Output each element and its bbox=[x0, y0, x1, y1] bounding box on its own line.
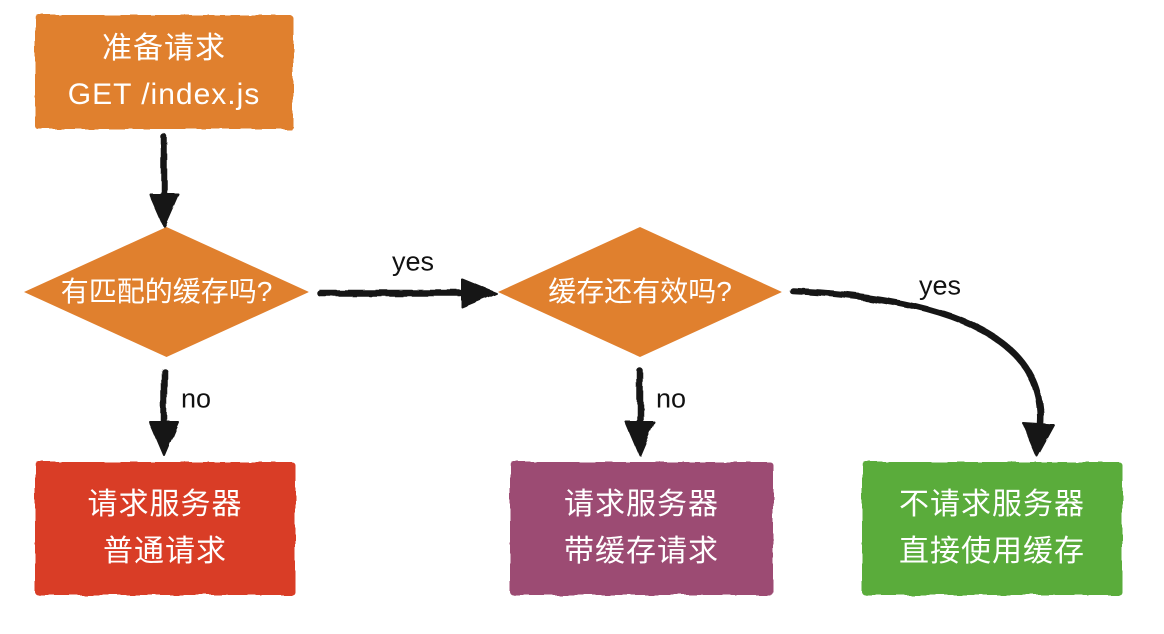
arrowhead-cache-match-to-request-normal bbox=[149, 421, 179, 456]
node-decision-cache-match: 有匹配的缓存吗? bbox=[24, 227, 309, 357]
edge-label-no-valid-to-with-cache: no bbox=[655, 383, 687, 414]
node-request-with-cache: 请求服务器 带缓存请求 bbox=[510, 462, 773, 595]
node-start-shape bbox=[35, 15, 293, 129]
node-use-cache-directly-line-2: 直接使用缓存 bbox=[899, 534, 1085, 568]
node-use-cache-directly: 不请求服务器 直接使用缓存 bbox=[862, 462, 1122, 595]
node-use-cache-directly-label: 不请求服务器 直接使用缓存 bbox=[862, 462, 1122, 595]
node-decision-cache-valid-label: 缓存还有效吗? bbox=[498, 227, 782, 357]
node-request-normal-line-2: 普通请求 bbox=[103, 534, 227, 568]
node-decision-cache-valid: 缓存还有效吗? bbox=[498, 227, 782, 357]
node-request-with-cache-shape bbox=[510, 462, 773, 595]
node-request-with-cache-line-1: 请求服务器 bbox=[564, 488, 719, 521]
arrowhead-cache-match-to-cache-valid bbox=[461, 278, 497, 308]
node-start-line-2: GET /index.js bbox=[67, 78, 261, 111]
node-request-normal-label: 请求服务器 普通请求 bbox=[35, 462, 295, 595]
edge-label-no-match-to-normal: no bbox=[180, 383, 212, 414]
node-request-normal: 请求服务器 普通请求 bbox=[35, 462, 295, 595]
node-decision-cache-match-line-1: 有匹配的缓存吗? bbox=[60, 276, 273, 308]
node-use-cache-directly-line-1: 不请求服务器 bbox=[899, 488, 1085, 521]
node-request-with-cache-label: 请求服务器 带缓存请求 bbox=[510, 462, 773, 595]
arrowhead-cache-valid-to-use-cache bbox=[1022, 422, 1055, 457]
node-start-line-1: 准备请求 bbox=[102, 31, 226, 65]
node-decision-cache-valid-line-1: 缓存还有效吗? bbox=[548, 276, 732, 308]
node-request-with-cache-line-2: 带缓存请求 bbox=[564, 534, 719, 568]
node-decision-cache-match-label: 有匹配的缓存吗? bbox=[24, 227, 309, 357]
edge-label-yes-match-to-valid: yes bbox=[391, 246, 435, 277]
arrowhead-start-to-cache-match bbox=[149, 193, 179, 227]
node-start-label: 准备请求 GET /index.js bbox=[35, 15, 293, 129]
arrowhead-cache-valid-to-request-with-cache bbox=[625, 421, 655, 456]
arrow-cache-valid-to-use-cache bbox=[789, 287, 1044, 428]
node-use-cache-directly-shape bbox=[862, 462, 1122, 595]
node-start: 准备请求 GET /index.js bbox=[35, 15, 293, 129]
edge-label-yes-valid-to-use-cache: yes bbox=[918, 270, 962, 301]
node-request-normal-line-1: 请求服务器 bbox=[87, 488, 243, 521]
node-request-normal-shape bbox=[35, 462, 295, 595]
